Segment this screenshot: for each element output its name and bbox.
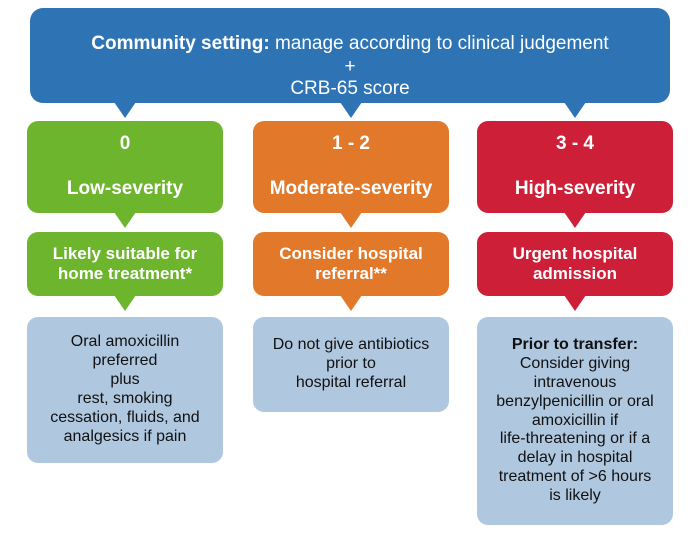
arrow-header-to-moderate-severity-icon xyxy=(340,102,362,118)
severity-label-moderate: Moderate-severity xyxy=(269,178,433,200)
arrow-header-to-low-severity-icon xyxy=(114,102,136,118)
detail-text-high: Prior to transfer: Consider giving intra… xyxy=(477,336,673,506)
header-line-3: CRB-65 score xyxy=(290,77,410,99)
severity-score-high: 3 - 4 xyxy=(555,133,595,155)
severity-box-moderate: 1 - 2 Moderate-severity xyxy=(253,121,449,213)
header-title-bold: Community setting: xyxy=(91,33,270,55)
arrow-high-action-to-detail-icon xyxy=(564,295,586,311)
header-line-2: + xyxy=(344,55,356,77)
detail-bold-prefix-high: Prior to transfer: xyxy=(511,336,639,354)
header-title-rest: manage according to clinical judgement xyxy=(269,33,609,55)
header-community-setting-box: Community setting: manage according to c… xyxy=(30,8,670,103)
severity-label-high: High-severity xyxy=(514,178,636,200)
detail-box-moderate: Do not give antibiotics prior to hospita… xyxy=(253,317,449,412)
severity-score-low: 0 xyxy=(119,133,131,155)
arrow-moderate-action-to-detail-icon xyxy=(340,295,362,311)
severity-score-moderate: 1 - 2 xyxy=(331,133,371,155)
action-text-moderate: Consider hospital referral** xyxy=(279,243,423,283)
detail-text-low: Oral amoxicillin preferred plus rest, sm… xyxy=(50,333,200,445)
arrow-header-to-high-severity-icon xyxy=(564,102,586,118)
detail-text-moderate: Do not give antibiotics prior to hospita… xyxy=(272,336,430,391)
severity-box-low: 0 Low-severity xyxy=(27,121,223,213)
severity-text-high: 3 - 4 High-severity xyxy=(477,111,673,223)
arrow-low-severity-to-action-icon xyxy=(114,212,136,228)
severity-text-low: 0 Low-severity xyxy=(27,111,223,223)
header-line-1: Community setting: manage according to c… xyxy=(91,33,608,54)
detail-body-high: Consider giving intravenous benzylpenici… xyxy=(496,354,654,505)
header-text-block: Community setting: manage according to c… xyxy=(30,11,670,101)
action-box-low: Likely suitable for home treatment* xyxy=(27,232,223,296)
action-text-low: Likely suitable for home treatment* xyxy=(52,243,198,283)
arrow-high-severity-to-action-icon xyxy=(564,212,586,228)
detail-box-low: Oral amoxicillin preferred plus rest, sm… xyxy=(27,317,223,463)
action-box-high: Urgent hospital admission xyxy=(477,232,673,296)
severity-text-moderate: 1 - 2 Moderate-severity xyxy=(253,111,449,223)
severity-box-high: 3 - 4 High-severity xyxy=(477,121,673,213)
detail-box-high: Prior to transfer: Consider giving intra… xyxy=(477,317,673,525)
arrow-low-action-to-detail-icon xyxy=(114,295,136,311)
action-text-high: Urgent hospital admission xyxy=(512,243,638,283)
arrow-moderate-severity-to-action-icon xyxy=(340,212,362,228)
severity-label-low: Low-severity xyxy=(66,178,184,200)
action-box-moderate: Consider hospital referral** xyxy=(253,232,449,296)
